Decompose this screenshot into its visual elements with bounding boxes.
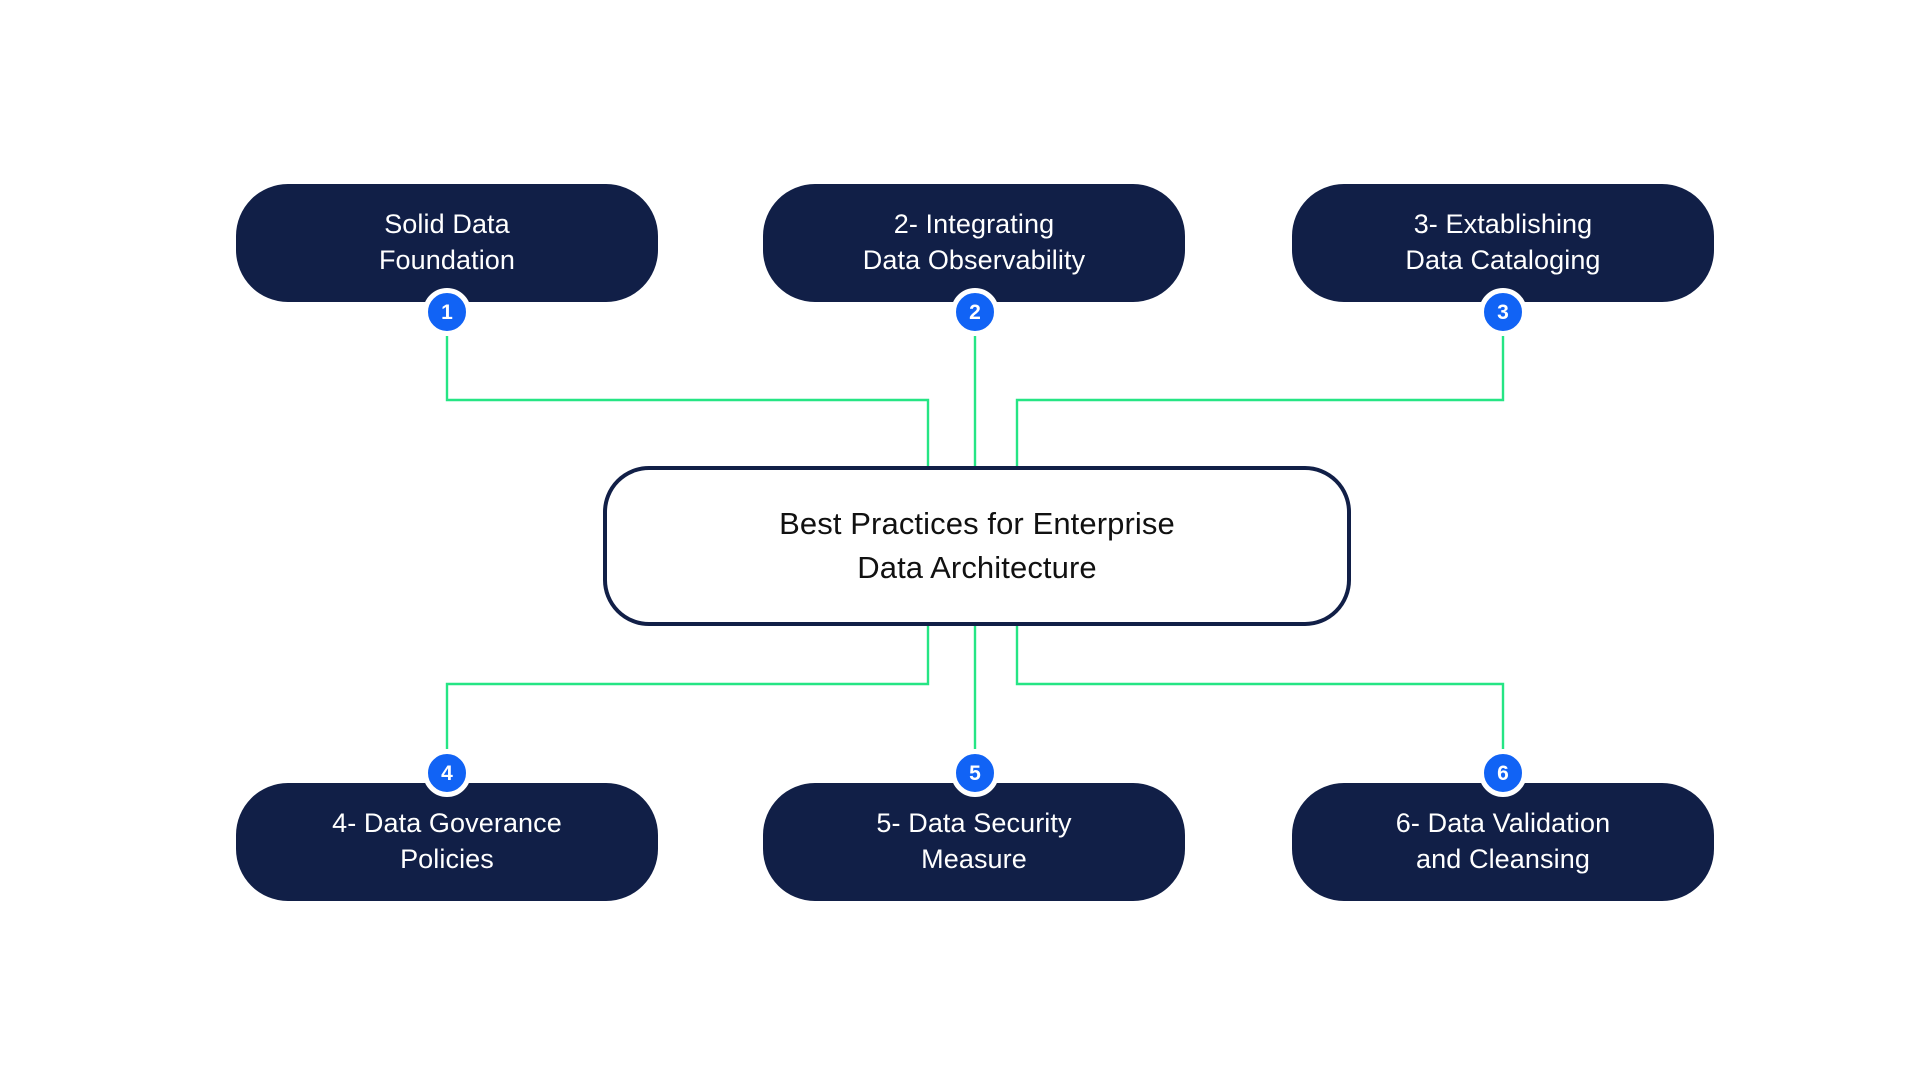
badge-number: 1	[441, 300, 453, 324]
badge-step-4[interactable]: 4	[423, 749, 471, 797]
badge-number: 4	[441, 761, 453, 785]
connector-1	[445, 336, 930, 466]
badge-number: 2	[969, 300, 981, 324]
connector-4	[445, 626, 930, 749]
node-label: 2- Integrating Data Observability	[862, 209, 1086, 275]
badge-number: 3	[1497, 300, 1509, 324]
badge-step-5[interactable]: 5	[951, 749, 999, 797]
node-label: 5- Data Security Measure	[876, 808, 1072, 874]
badge-step-6[interactable]: 6	[1479, 749, 1527, 797]
badge-step-1[interactable]: 1	[423, 288, 471, 336]
badge-number: 5	[969, 761, 981, 785]
node-label: Solid Data Foundation	[378, 209, 516, 275]
badge-step-3[interactable]: 3	[1479, 288, 1527, 336]
node-label: 6- Data Validation and Cleansing	[1395, 808, 1611, 874]
center-node-best-practices[interactable]: Best Practices for Enterprise Data Archi…	[603, 466, 1351, 626]
connector-3	[1015, 336, 1505, 466]
center-node-label: Best Practices for Enterprise Data Archi…	[779, 505, 1175, 585]
node-data-validation-and-cleansing[interactable]: 6- Data Validation and Cleansing	[1292, 783, 1714, 901]
connector-6	[1015, 626, 1505, 749]
node-data-security-measure[interactable]: 5- Data Security Measure	[763, 783, 1185, 901]
badge-step-2[interactable]: 2	[951, 288, 999, 336]
node-label: 3- Extablishing Data Cataloging	[1405, 209, 1601, 275]
badge-number: 6	[1497, 761, 1509, 785]
node-integrating-data-observability[interactable]: 2- Integrating Data Observability	[763, 184, 1185, 302]
node-label: 4- Data Goverance Policies	[332, 808, 562, 874]
node-data-governance-policies[interactable]: 4- Data Goverance Policies	[236, 783, 658, 901]
node-establishing-data-cataloging[interactable]: 3- Extablishing Data Cataloging	[1292, 184, 1714, 302]
node-solid-data-foundation[interactable]: Solid Data Foundation	[236, 184, 658, 302]
